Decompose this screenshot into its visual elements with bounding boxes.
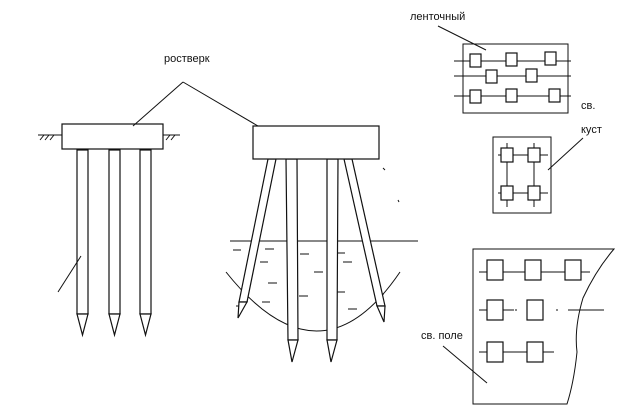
mark-tick: [397, 199, 400, 203]
middle-foundation: [225, 125, 418, 363]
pile-plan: [486, 299, 504, 321]
pile-plan: [527, 185, 541, 201]
label-kust: куст: [581, 124, 602, 136]
label-lentochny: ленточный: [410, 11, 465, 23]
inclined-pile: [237, 158, 277, 319]
pile-cluster-plan: св. куст: [492, 100, 602, 214]
label-rostverk: ростверк: [164, 53, 210, 65]
leader-sv-pole: [442, 345, 488, 384]
pile-plan: [526, 299, 544, 321]
vertical-pile: [76, 149, 89, 338]
label-sv: св.: [581, 100, 595, 112]
field-plan-outline: [472, 248, 616, 405]
strip-plan-outline: [462, 43, 569, 114]
leader-lentochny: [437, 25, 487, 51]
cluster-plan-outline: [492, 136, 552, 214]
pile-plan: [525, 68, 538, 83]
leader-rostverk-left: [132, 81, 184, 127]
ground-hatch: [39, 134, 176, 141]
vertical-pile: [139, 149, 152, 338]
pile-field-plan: св. поле: [421, 248, 616, 405]
pile-plan: [469, 53, 482, 68]
pile-cap-left: [61, 123, 164, 150]
left-foundation: [38, 123, 180, 338]
pile-plan: [505, 88, 518, 103]
pile-plan: [526, 341, 544, 363]
soil-dashes: [233, 248, 384, 310]
inclined-pile: [285, 158, 299, 363]
vertical-pile: [108, 149, 121, 338]
pile-plan: [544, 51, 557, 66]
pile-plan: [469, 89, 482, 104]
pile-pointer-line: [57, 255, 82, 293]
pile-plan: [486, 341, 504, 363]
leader-kust: [547, 137, 584, 171]
label-sv-pole: св. поле: [421, 330, 463, 342]
pile-plan: [500, 185, 514, 201]
pile-plan: [485, 69, 498, 84]
pile-plan: [564, 259, 582, 281]
mark-tick: [382, 167, 386, 171]
pile-cap-middle: [252, 125, 380, 160]
pile-plan: [500, 147, 514, 163]
pile-plan: [527, 147, 541, 163]
inclined-pile: [326, 158, 339, 363]
pile-plan: [548, 88, 561, 103]
pile-plan: [524, 259, 542, 281]
pile-plan: [486, 259, 504, 281]
pile-plan: [505, 52, 518, 67]
leader-rostverk-right: [182, 81, 259, 127]
strip-foundation-plan: ленточный: [410, 11, 571, 114]
